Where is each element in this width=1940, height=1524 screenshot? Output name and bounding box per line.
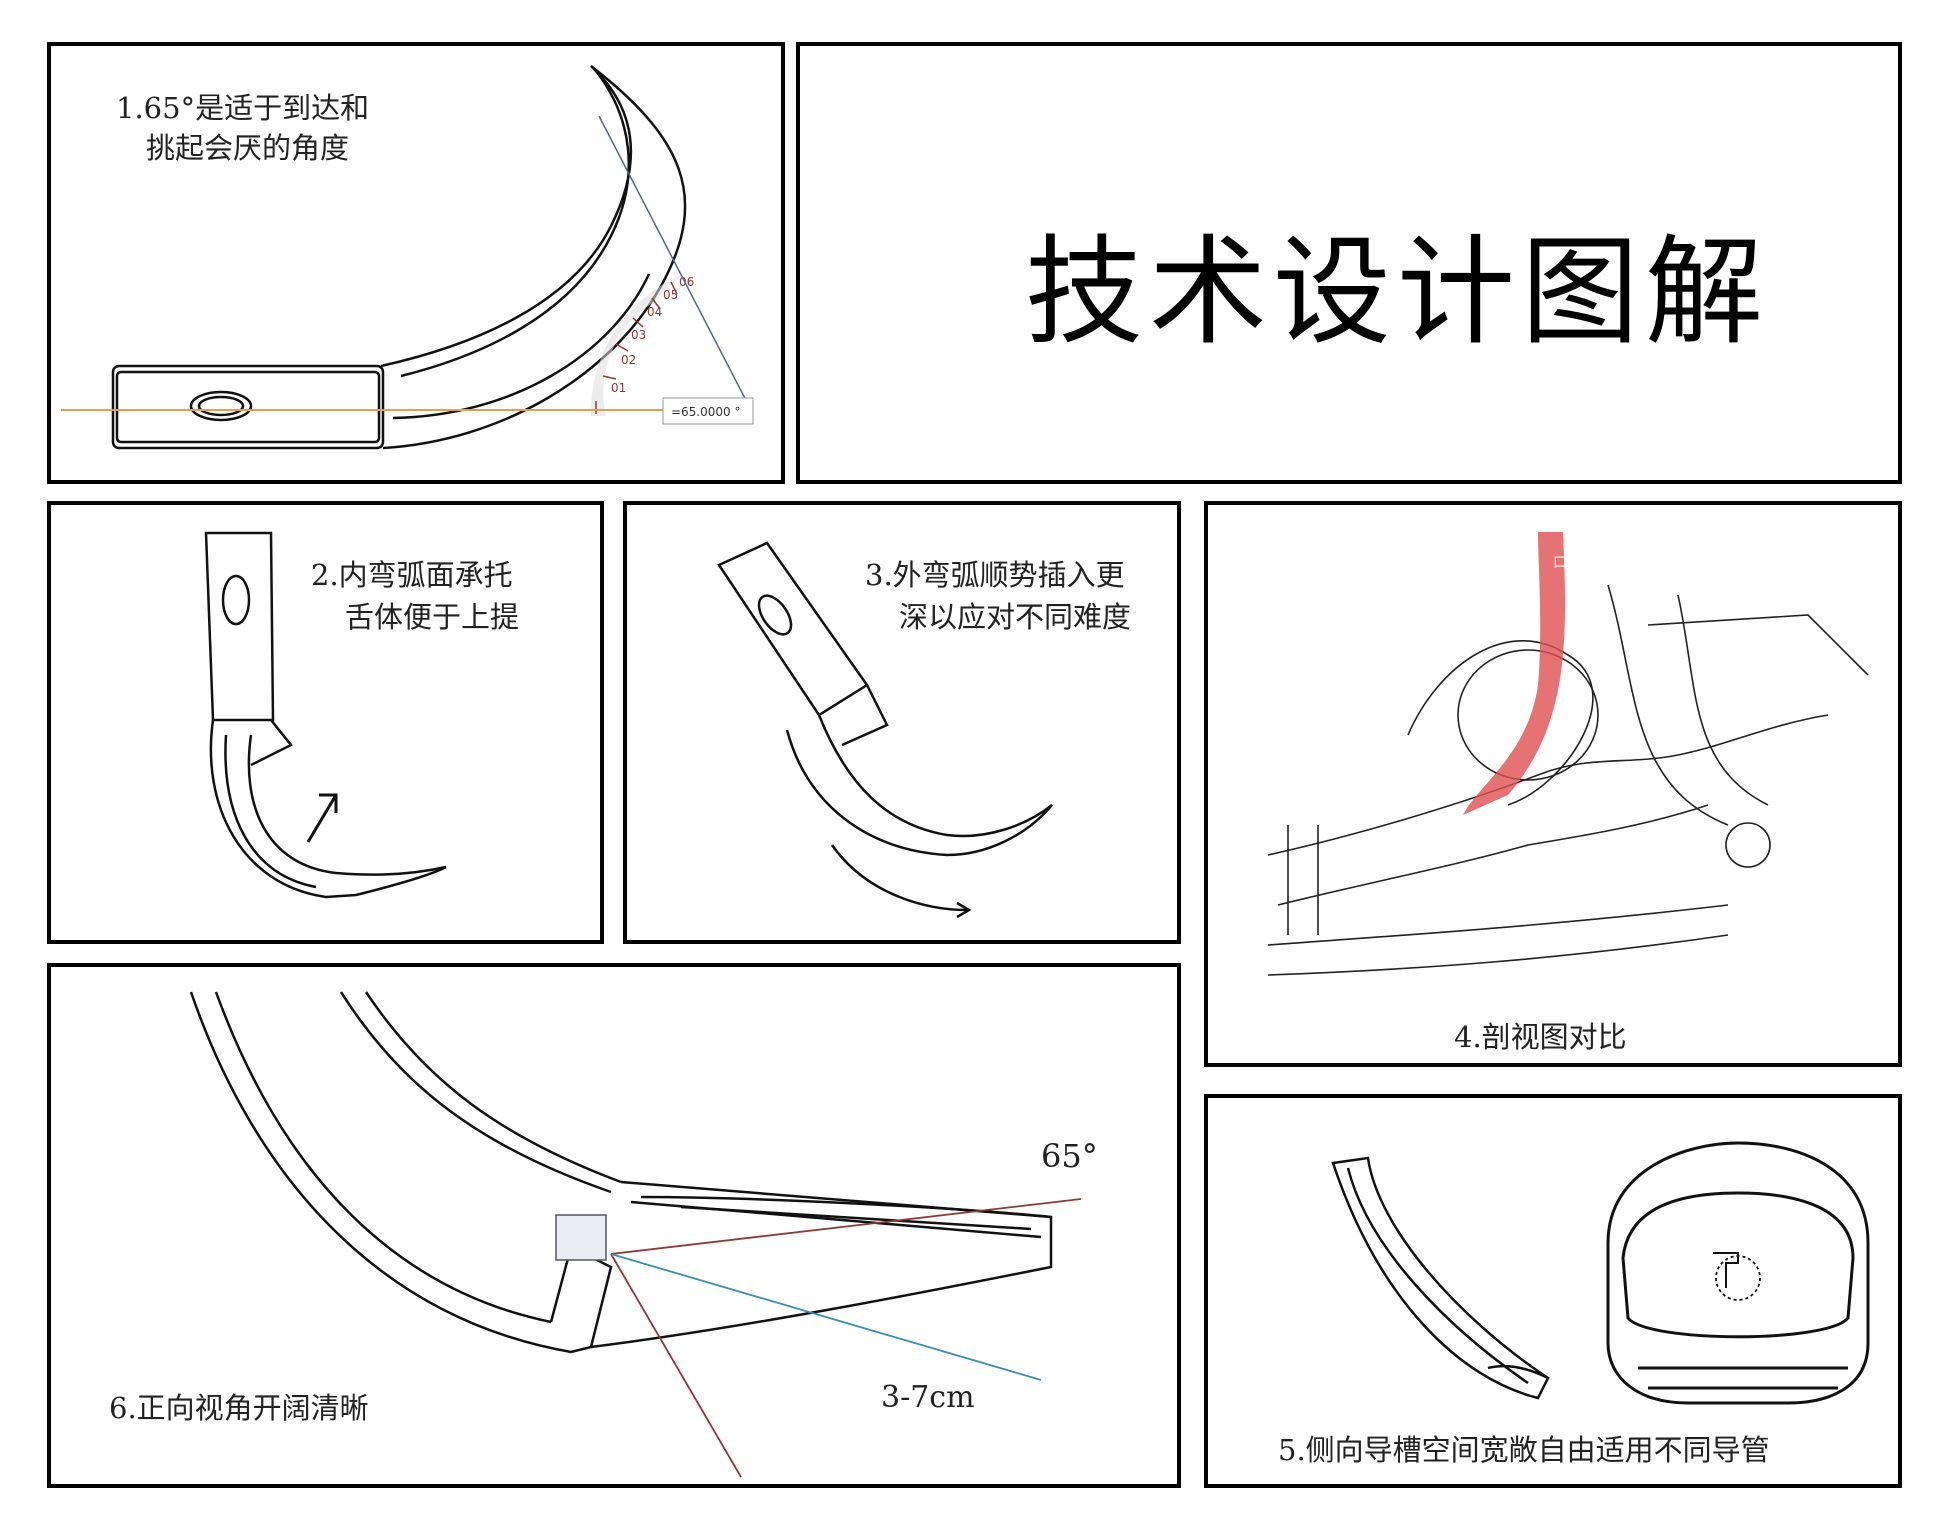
caption-2-line2: 舌体便于上提 (345, 600, 520, 634)
tick-04: 04 (647, 305, 662, 319)
protractor-icon: 01 02 03 04 05 06 (590, 274, 694, 416)
airway-path (1463, 532, 1565, 815)
page-title: 技术设计图解 (1025, 223, 1770, 361)
panel-outer-arc: 3.外弯弧顺势插入更 深以应对不同难度 (623, 501, 1181, 944)
blade-front-drawing: 65° 3-7cm (189, 991, 1098, 1478)
tick-05: 05 (663, 288, 678, 302)
angle-line-lower (610, 1253, 742, 1478)
laryngoscope-blade-icon (1331, 1156, 1550, 1400)
panel-section-compare: 口腔 4.剖视图对比 (1204, 501, 1902, 1067)
caption-3-line1: 3.外弯弧顺势插入更 (865, 558, 1125, 592)
caption-2-line1: 2.内弯弧面承托 (311, 558, 513, 592)
panel-inner-arc: 2.内弯弧面承托 舌体便于上提 (47, 501, 604, 944)
laryngoscope-blade-icon (204, 531, 447, 899)
panel-front-view: 65° 3-7cm 6.正向视角开阔清晰 (47, 963, 1181, 1488)
laryngoscope-blade-icon (717, 541, 1053, 857)
caption-1-line1: 1.65°是适于到达和 (116, 91, 370, 125)
tick-01: 01 (611, 381, 626, 395)
airway-label: 口腔 (1553, 555, 1581, 571)
panel-angle: 1.65°是适于到达和 挑起会厌的角度 01 02 03 (47, 42, 785, 484)
angle-readout: =65.0000 ° (671, 405, 741, 419)
arrow-up-right-icon (306, 793, 338, 843)
blade-insert-drawing (717, 541, 1053, 919)
panel-side-channel: 5.侧向导槽空间宽敞自由适用不同导管 (1204, 1094, 1902, 1488)
view-line (610, 1253, 1042, 1381)
blade-angle-drawing: 01 02 03 04 05 06 =65.0000 ° (61, 65, 754, 450)
laryngoscope-blade-icon (189, 991, 1053, 1354)
tick-02: 02 (621, 353, 636, 367)
blade-side-drawing (204, 531, 447, 899)
arrow-right-icon (830, 844, 972, 919)
tick-03: 03 (631, 328, 646, 342)
side-channel-drawing (1331, 1141, 1870, 1405)
caption-1-line2: 挑起会厌的角度 (146, 131, 350, 165)
panel-title: 技术设计图解 (796, 42, 1902, 484)
caption-3-line2: 深以应对不同难度 (899, 600, 1132, 634)
anatomy-section-icon: 口腔 (1267, 532, 1869, 976)
tangent-line (598, 115, 752, 411)
angle-readout-box (662, 397, 754, 425)
caption-6: 6.正向视角开阔清晰 (109, 1391, 369, 1425)
blade-cross-section-icon (1606, 1141, 1870, 1405)
camera-module (555, 1214, 607, 1261)
caption-5: 5.侧向导槽空间宽敞自由适用不同导管 (1278, 1433, 1770, 1467)
caption-4: 4.剖视图对比 (1454, 1020, 1627, 1054)
distance-label: 3-7cm (881, 1380, 975, 1415)
angle-line-upper (610, 1198, 1082, 1255)
angle-label: 65° (1041, 1137, 1098, 1175)
